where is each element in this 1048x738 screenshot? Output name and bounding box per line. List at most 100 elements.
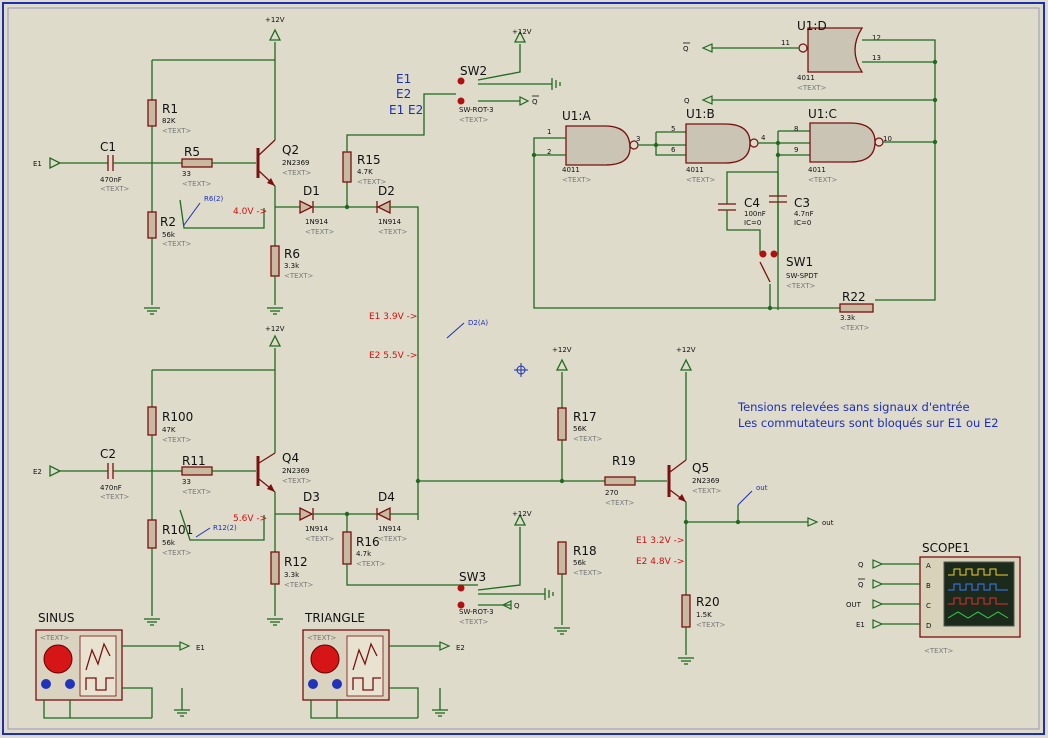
q2-value: 2N2369	[282, 159, 310, 167]
sw2-contact-2[interactable]	[457, 97, 465, 105]
svg-text:11: 11	[781, 39, 790, 47]
c1-ref: C1	[100, 140, 116, 154]
r17-value: 56K	[573, 425, 587, 433]
sinus-knob-small-1[interactable]	[41, 679, 51, 689]
sw3-contact-2[interactable]	[457, 601, 465, 609]
r5-value: 33	[182, 170, 191, 178]
gate-u1b[interactable]	[685, 123, 751, 164]
r100-value: 47K	[162, 426, 176, 434]
svg-text:IC=0: IC=0	[744, 219, 761, 227]
resistor-r1[interactable]	[147, 99, 157, 127]
resistor-r17[interactable]	[557, 407, 567, 441]
sinus-knob[interactable]	[43, 644, 73, 674]
svg-text:<TEXT>: <TEXT>	[786, 282, 816, 290]
diode-d2[interactable]	[376, 199, 391, 215]
svg-text:<TEXT>: <TEXT>	[162, 127, 192, 135]
resistor-r20[interactable]	[681, 594, 691, 628]
diode-d4[interactable]	[376, 506, 391, 522]
gate-u1a[interactable]	[565, 125, 631, 166]
gate-u1d[interactable]	[807, 27, 864, 73]
svg-text:1: 1	[547, 128, 551, 136]
svg-text:9: 9	[794, 146, 798, 154]
bias-resistors: +12V R17 56K <TEXT> R18 56k <TEXT>	[552, 346, 603, 635]
r22-value: 3.3k	[840, 314, 856, 322]
r101-value: 56k	[162, 539, 176, 547]
sw2-contact-1[interactable]	[457, 77, 465, 85]
resistor-r15[interactable]	[342, 151, 352, 183]
diode-d3[interactable]	[299, 506, 314, 522]
oscilloscope[interactable]: SCOPE1 A B C D <TEXT>	[919, 541, 1021, 655]
r2-ref: R2	[160, 215, 176, 229]
svg-text:<TEXT>: <TEXT>	[162, 549, 192, 557]
svg-text:OUT: OUT	[846, 601, 862, 609]
r2-value: 56k	[162, 231, 176, 239]
triangle-knob-small-1[interactable]	[308, 679, 318, 689]
svg-text:<TEXT>: <TEXT>	[307, 634, 337, 642]
triangle-knob[interactable]	[310, 644, 340, 674]
gate-u1c[interactable]	[809, 122, 876, 163]
svg-text:<TEXT>: <TEXT>	[40, 634, 70, 642]
e2-terminal	[49, 464, 62, 478]
sw2-ref[interactable]: SW2	[460, 64, 487, 78]
r18-ref: R18	[573, 544, 597, 558]
r16-value: 4.7k	[356, 550, 372, 558]
svg-text:<TEXT>: <TEXT>	[182, 180, 212, 188]
svg-text:<TEXT>: <TEXT>	[282, 477, 312, 485]
sinus-knob-small-2[interactable]	[65, 679, 75, 689]
resistor-r18[interactable]	[557, 541, 567, 575]
svg-text:13: 13	[872, 54, 881, 62]
resistor-r5[interactable]	[181, 158, 213, 168]
svg-text:Q: Q	[532, 98, 538, 106]
resistor-r22[interactable]	[839, 303, 874, 313]
r5-ref: R5	[184, 145, 200, 159]
resistor-r100[interactable]	[147, 406, 157, 436]
sw3-ref[interactable]: SW3	[459, 570, 486, 584]
svg-text:<TEXT>: <TEXT>	[162, 436, 192, 444]
r19-value: 270	[605, 489, 618, 497]
transistor-q2[interactable]	[256, 139, 276, 187]
svg-text:IC=0: IC=0	[794, 219, 811, 227]
sw3-contact-1[interactable]	[457, 584, 465, 592]
out-terminal-label: out	[822, 519, 834, 527]
resistor-r16[interactable]	[342, 531, 352, 565]
selector-e1e2: E1 E2	[389, 103, 423, 117]
voltage-4: 5.6V ->	[233, 514, 267, 524]
sw1-contact-1[interactable]	[759, 250, 767, 258]
svg-text:10: 10	[883, 135, 892, 143]
triangle-title: TRIANGLE	[304, 611, 365, 625]
resistor-r11[interactable]	[181, 466, 213, 476]
svg-text:<TEXT>: <TEXT>	[378, 535, 408, 543]
r6-ref: R6	[284, 247, 300, 261]
c2-value: 470nF	[100, 484, 122, 492]
resistor-r101[interactable]	[147, 519, 157, 549]
q5-value: 2N2369	[692, 477, 720, 485]
resistor-r19[interactable]	[604, 476, 636, 486]
svg-text:<TEXT>: <TEXT>	[284, 581, 314, 589]
sw3-value: SW-ROT-3	[459, 608, 494, 616]
svg-text:Q: Q	[858, 561, 864, 569]
svg-text:4: 4	[761, 134, 766, 142]
resistor-r12[interactable]	[270, 551, 280, 585]
note-line-1: Tensions relevées sans signaux d'entrée	[737, 400, 970, 414]
d4-ref: D4	[378, 490, 395, 504]
diode-d1[interactable]	[299, 199, 314, 215]
triangle-knob-small-2[interactable]	[332, 679, 342, 689]
resistor-r6[interactable]	[270, 245, 280, 277]
sw1-ref[interactable]: SW1	[786, 255, 813, 269]
triangle-out-label: E2	[456, 644, 465, 652]
sw1-contact-2[interactable]	[770, 250, 778, 258]
logic-section: U1:D 4011 <TEXT> 12 13 11 Q Q U1:A 4011 …	[531, 19, 938, 332]
transistor-q5[interactable]	[667, 459, 687, 503]
power-label-1: +12V	[265, 16, 285, 24]
svg-text:<TEXT>: <TEXT>	[284, 272, 314, 280]
power-label-6: +12V	[676, 346, 696, 354]
resistor-r2[interactable]	[147, 211, 157, 239]
transistor-q4[interactable]	[256, 452, 276, 493]
r12-ref: R12	[284, 555, 308, 569]
power-label-2: +12V	[512, 28, 532, 36]
svg-text:5: 5	[671, 125, 675, 133]
svg-text:<TEXT>: <TEXT>	[573, 435, 603, 443]
d1-ref: D1	[303, 184, 320, 198]
